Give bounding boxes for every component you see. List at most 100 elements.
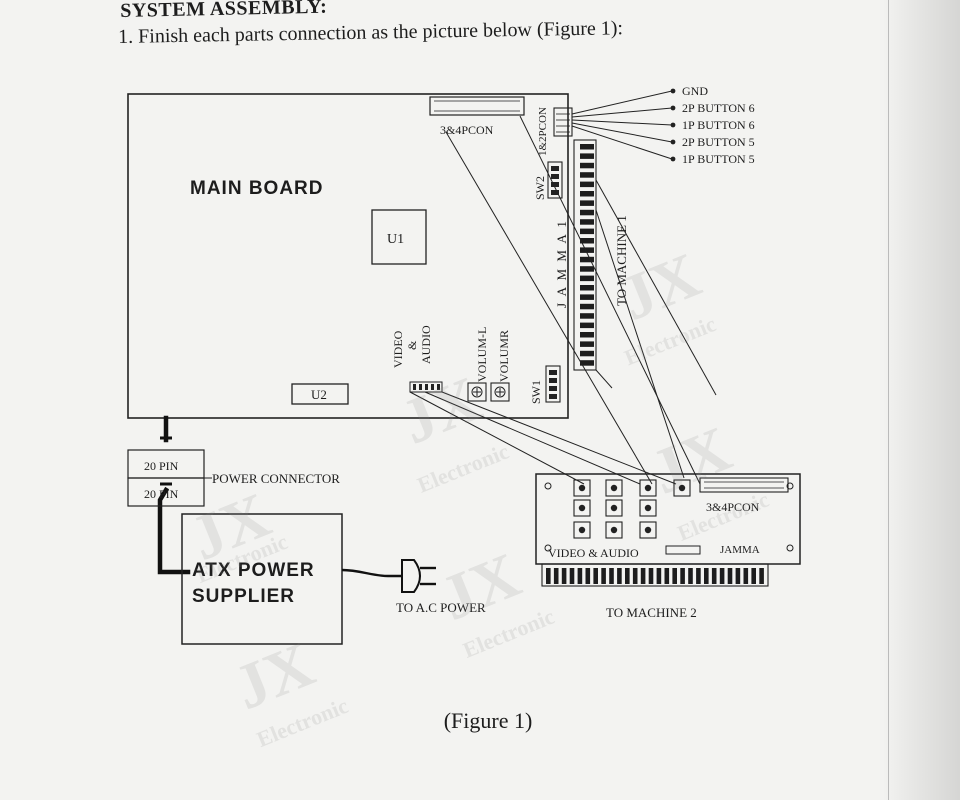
pin-20-lower-label: 20 PIN xyxy=(144,487,179,501)
sub-board-button xyxy=(605,479,623,497)
jamma2-pin xyxy=(640,568,646,584)
jamma1-pin xyxy=(580,144,594,150)
button-label-gnd: GND xyxy=(682,84,708,98)
jamma2-pin xyxy=(696,568,701,584)
sub-board-button xyxy=(639,521,657,539)
jamma2-pins xyxy=(546,568,764,584)
sub-board-button-dot xyxy=(644,484,652,492)
jamma2-pin xyxy=(711,568,717,584)
jamma2-pin xyxy=(751,568,756,584)
jamma1-pins xyxy=(580,144,594,366)
volum-r-label: VOLUMR xyxy=(497,330,511,382)
atx-power-supply xyxy=(181,513,343,645)
jamma2-pin xyxy=(727,568,733,584)
jamma1-pin xyxy=(580,294,594,300)
to-machine-2-label: TO MACHINE 2 xyxy=(606,605,697,620)
sub-board-hole-br xyxy=(786,544,794,552)
con-1-2p-label: 1&2PCON xyxy=(537,107,549,156)
jamma2-pin xyxy=(632,568,638,584)
sub-board-button xyxy=(605,521,623,539)
jamma2-pin xyxy=(664,568,670,584)
bottom-video-audio-connector xyxy=(665,545,701,555)
video-audio-vertical-label: VIDEO & AUDIO xyxy=(391,325,433,368)
jamma2-pin xyxy=(735,568,741,584)
bottom-3-4p-label: 3&4PCON xyxy=(706,500,760,514)
sub-board-button-dot xyxy=(610,484,618,492)
button-wires xyxy=(571,90,673,160)
jamma2-pin xyxy=(759,568,764,584)
jamma1-pin xyxy=(580,238,594,244)
bottom-3-4p-connector xyxy=(699,477,789,493)
jamma1-pin xyxy=(580,247,594,253)
ac-power-cord xyxy=(341,568,402,578)
jamma1-pin xyxy=(580,256,594,263)
jamma1-pin xyxy=(580,332,594,338)
jamma2-pin xyxy=(656,568,662,584)
jamma1-pin xyxy=(580,191,594,197)
jamma2-pin xyxy=(704,568,709,584)
sub-board-button xyxy=(639,499,657,517)
jamma2-pin xyxy=(561,568,567,584)
figure-caption: (Figure 1) xyxy=(443,708,533,733)
sub-board-button-grid xyxy=(573,479,691,539)
button-label-2p-6: 2P BUTTON 6 xyxy=(682,101,755,115)
jamma1-pin xyxy=(580,275,594,282)
pin-20-upper-label: 20 PIN xyxy=(144,459,179,473)
sub-board-hole-tr xyxy=(786,482,794,490)
jamma2-pin xyxy=(569,568,575,584)
sub-board-button xyxy=(573,499,591,517)
volum-l-label: VOLUM-L xyxy=(475,327,489,382)
u2-label: U2 xyxy=(311,387,327,402)
top-3-4p-connector xyxy=(429,96,525,116)
atx-label-line2: SUPPLIER xyxy=(192,586,295,607)
sub-board-button-dot xyxy=(578,484,586,492)
jamma2-pin xyxy=(688,568,693,584)
jamma1-pin xyxy=(580,209,594,216)
sub-board-button-dot xyxy=(578,504,586,512)
volume-knobs xyxy=(467,382,510,402)
ac-plug-icon xyxy=(401,559,421,593)
button-label-1p-6: 1P BUTTON 6 xyxy=(682,118,755,132)
sub-board-hole-bl xyxy=(544,544,552,552)
jamma-bottom-label: JAMMA xyxy=(720,544,760,556)
jamma2-pin xyxy=(546,568,551,584)
jamma2-pin xyxy=(593,568,598,584)
svg-text:VIDEO: VIDEO xyxy=(391,330,405,368)
sw1-label: SW1 xyxy=(529,380,543,404)
top-3-4p-label: 3&4PCON xyxy=(440,123,494,137)
jamma1-label: J A M M A 1 xyxy=(554,219,569,308)
jamma1-pin xyxy=(580,228,594,235)
jamma1-pin xyxy=(580,162,594,169)
jamma1-pin xyxy=(580,350,594,357)
sw1-switch xyxy=(545,365,561,403)
jamma2-pin xyxy=(719,568,725,584)
pin-20-lower-box xyxy=(127,477,205,507)
u1-chip xyxy=(371,209,427,265)
power-connector-label: POWER CONNECTOR xyxy=(212,471,340,486)
sub-board-button-dot xyxy=(678,484,686,492)
jamma1-pin xyxy=(580,266,594,272)
jamma1-pin xyxy=(580,360,594,366)
sub-board-hole-tl xyxy=(544,482,552,490)
to-ac-power-label: TO A.C POWER xyxy=(396,600,486,615)
u1-label: U1 xyxy=(387,232,404,247)
button-label-1p-5: 1P BUTTON 5 xyxy=(682,152,755,166)
watermark-overlay: JX Electronic JX Electronic JX Electroni… xyxy=(181,239,773,752)
button-labels: GND 2P BUTTON 6 1P BUTTON 6 2P BUTTON 5 … xyxy=(682,84,755,166)
jamma2-pin xyxy=(601,568,606,584)
jamma2-pin xyxy=(743,568,749,584)
jamma2-pin xyxy=(680,568,685,584)
sub-board-button xyxy=(605,499,623,517)
jamma1-pin xyxy=(580,153,594,159)
jamma1-pin xyxy=(580,285,594,291)
sw2-label: SW2 xyxy=(533,176,547,200)
u2-chip xyxy=(291,383,349,405)
sub-board-button xyxy=(639,479,657,497)
jamma2-pin xyxy=(672,568,677,584)
jamma2-pin xyxy=(577,568,583,584)
jamma2-pin xyxy=(648,568,654,584)
sub-board-button-dot xyxy=(610,504,618,512)
jamma1-pin xyxy=(580,181,594,188)
